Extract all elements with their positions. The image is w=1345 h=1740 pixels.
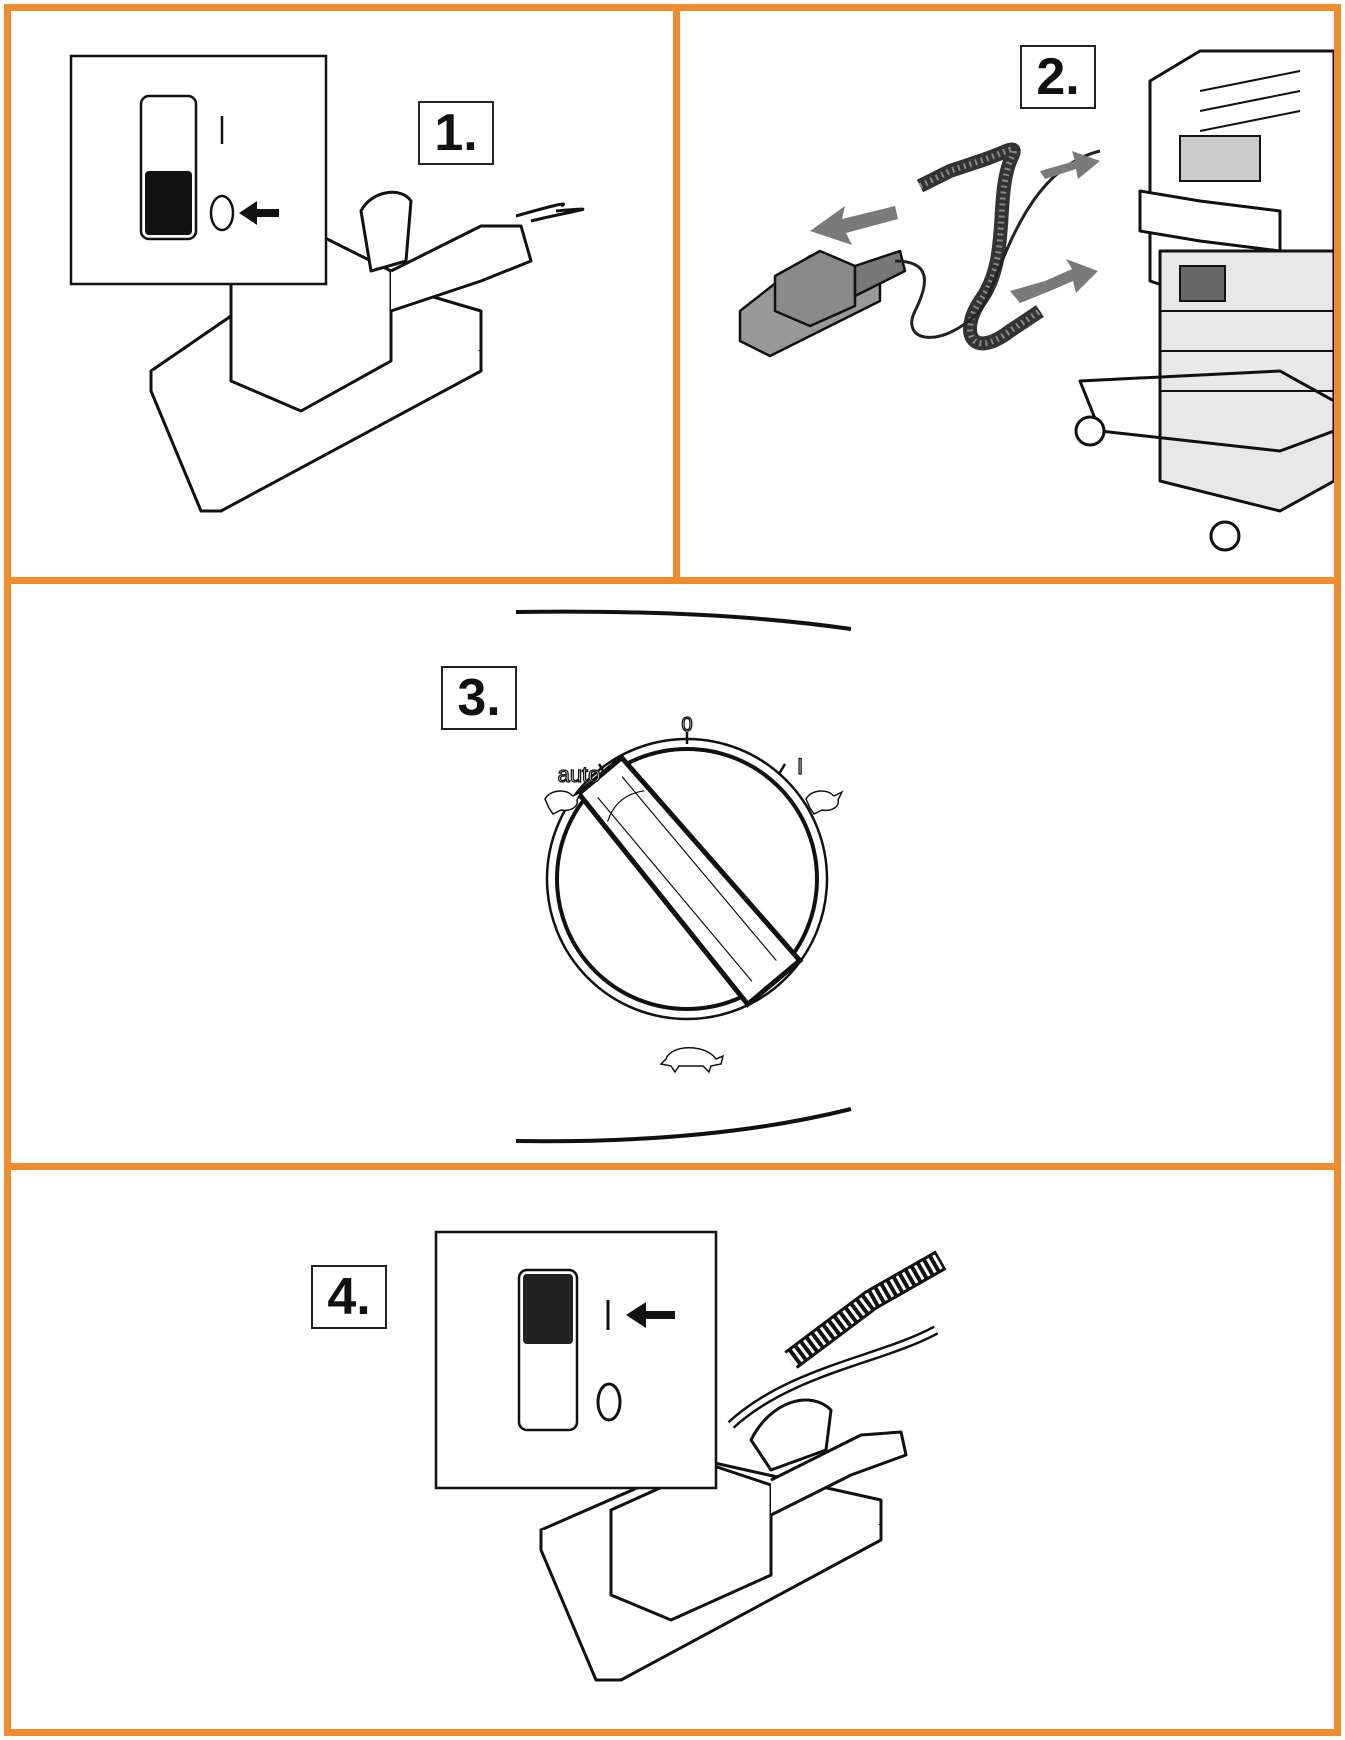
switch-off-mark [596, 1382, 622, 1422]
housing-curve-bottom [515, 1107, 852, 1144]
arrow-to-socket-icon [1040, 151, 1100, 179]
switch-rocker-pressed-half [523, 1274, 573, 1344]
step-number-1: 1. [418, 101, 494, 165]
tortoise-icon [659, 1047, 725, 1074]
sander-switch-off-illustration [69, 54, 585, 513]
speed-dial-illustration: 0 I auto [515, 609, 852, 1144]
hose-inlet [1179, 265, 1226, 302]
power-cable [894, 149, 1101, 339]
suction-hose [786, 1253, 945, 1367]
hare-icon [544, 790, 583, 815]
switch-rocker-pressed-half [145, 171, 192, 235]
step-number-3: 3. [441, 666, 517, 730]
sander-switch-on-illustration [434, 1230, 947, 1682]
panel-step-1: 1. [4, 4, 680, 584]
switch-off-mark [209, 194, 235, 232]
dial-knob [575, 754, 804, 1008]
hare-icon-right [805, 790, 844, 815]
dial-mark-I: I [797, 754, 803, 779]
arrow-to-inlet-icon [1010, 259, 1098, 303]
arrow-to-sander-icon [810, 206, 898, 245]
panel-step-4: 4. [4, 1163, 1341, 1736]
wheel-left [1074, 415, 1106, 447]
suction-hose [916, 142, 1044, 351]
sander-handle [770, 1430, 908, 1517]
switch-inset-box [69, 54, 328, 286]
panel-step-2: 2. [673, 4, 1341, 584]
vacuum-control-panel [1179, 135, 1261, 182]
dial-mark-auto: auto [558, 762, 601, 787]
vacuum-connection-illustration [738, 49, 1334, 552]
arrow-left-icon [239, 201, 279, 225]
step-number-2: 2. [1020, 45, 1096, 109]
sander-handle [390, 224, 533, 313]
panel-step-3: 3. 0 I auto [4, 577, 1341, 1170]
power-cable [729, 1327, 938, 1427]
sander-body [773, 249, 857, 328]
arrow-left-icon [626, 1302, 675, 1328]
dial-mark-0: 0 [681, 714, 692, 736]
step-number-4: 4. [311, 1265, 387, 1329]
wheel-front [1209, 520, 1241, 552]
housing-curve-top [515, 609, 852, 631]
